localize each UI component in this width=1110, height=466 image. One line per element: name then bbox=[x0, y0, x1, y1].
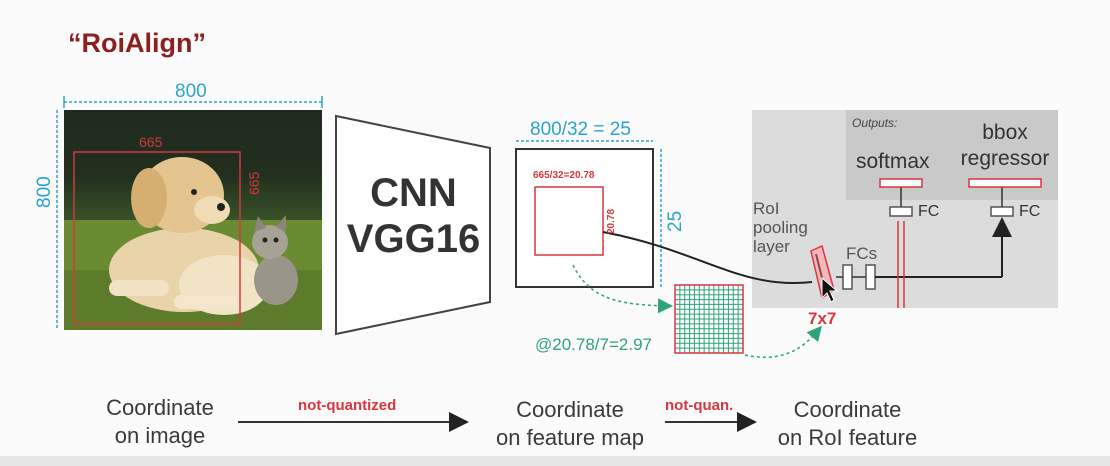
image-height-label: 800 bbox=[34, 176, 55, 208]
fc-softmax-box bbox=[889, 206, 913, 217]
fc-bbox-label: FC bbox=[1019, 203, 1041, 220]
step3-line1: Coordinate bbox=[793, 397, 902, 422]
bbox-line2: regressor bbox=[960, 147, 1050, 170]
step2-line1: Coordinate bbox=[516, 397, 624, 422]
pipeline-step-feature-map: Coordinate on feature map bbox=[470, 396, 670, 452]
outputs-caption: Outputs: bbox=[852, 116, 898, 130]
feature-map-height-label: 25 bbox=[665, 210, 686, 232]
grid-step-label: @20.78/7=2.97 bbox=[535, 335, 652, 354]
image-width-label: 800 bbox=[175, 81, 207, 102]
bbox-regressor-label: bbox regressor bbox=[955, 120, 1055, 172]
step1-line2: on image bbox=[114, 423, 206, 448]
pipeline-step-image: Coordinate on image bbox=[80, 394, 240, 450]
fc-layer-1 bbox=[842, 264, 853, 290]
bbox-output-bar bbox=[968, 178, 1042, 188]
cnn-label: CNN VGG16 bbox=[336, 170, 491, 262]
cnn-line2: VGG16 bbox=[346, 217, 481, 261]
cat-head bbox=[252, 225, 288, 259]
feature-map-box bbox=[515, 148, 654, 288]
pipeline-step-roi-feature: Coordinate on RoI feature bbox=[765, 396, 930, 452]
cnn-trapezoid bbox=[335, 114, 491, 336]
not-quan-label: not-quan. bbox=[665, 397, 734, 414]
fcs-label: FCs bbox=[846, 244, 878, 263]
step2-line2: on feature map bbox=[496, 425, 644, 450]
sampling-grid bbox=[674, 284, 744, 354]
fc-softmax-label: FC bbox=[918, 203, 940, 220]
image-roi-box bbox=[73, 151, 241, 325]
photo-illustration bbox=[64, 151, 322, 330]
roi-pooling-line2: pooling bbox=[753, 218, 808, 237]
feature-map-roi-box bbox=[534, 186, 604, 256]
fc-layer-2 bbox=[865, 264, 876, 290]
roi-pooling-line3: layer bbox=[753, 237, 790, 256]
pooling-arrow bbox=[744, 325, 822, 358]
slide-title: “RoiAlign” bbox=[68, 28, 206, 58]
cnn-line1: CNN bbox=[370, 171, 457, 215]
feature-map-roi-height-label: 20.78 bbox=[606, 208, 617, 234]
cat-body bbox=[254, 255, 298, 305]
feature-map-width-label: 800/32 = 25 bbox=[530, 119, 631, 140]
dog-cat-photo bbox=[64, 110, 322, 330]
step3-line2: on RoI feature bbox=[777, 425, 918, 450]
roi-pooling-line1: RoI bbox=[753, 199, 780, 218]
image-roi-height-label: 665 bbox=[246, 171, 262, 195]
mouse-cursor bbox=[821, 276, 839, 303]
grid-border bbox=[674, 284, 744, 354]
roi-pooling-label: RoI pooling layer bbox=[753, 199, 808, 256]
step1-line1: Coordinate bbox=[106, 395, 214, 420]
pooling-size-label: 7x7 bbox=[808, 309, 837, 328]
feature-map-roi-width-label: 665/32=20.78 bbox=[533, 170, 595, 181]
image-roi-width-label: 665 bbox=[139, 134, 163, 150]
softmax-label: softmax bbox=[856, 150, 930, 173]
not-quantized-label: not-quantized bbox=[298, 397, 397, 414]
roi-projection-curve bbox=[602, 231, 813, 284]
softmax-output-bar bbox=[879, 178, 923, 188]
fc-bbox-box bbox=[990, 206, 1014, 217]
bbox-line1: bbox bbox=[982, 121, 1028, 144]
grid-arrow bbox=[572, 264, 673, 314]
